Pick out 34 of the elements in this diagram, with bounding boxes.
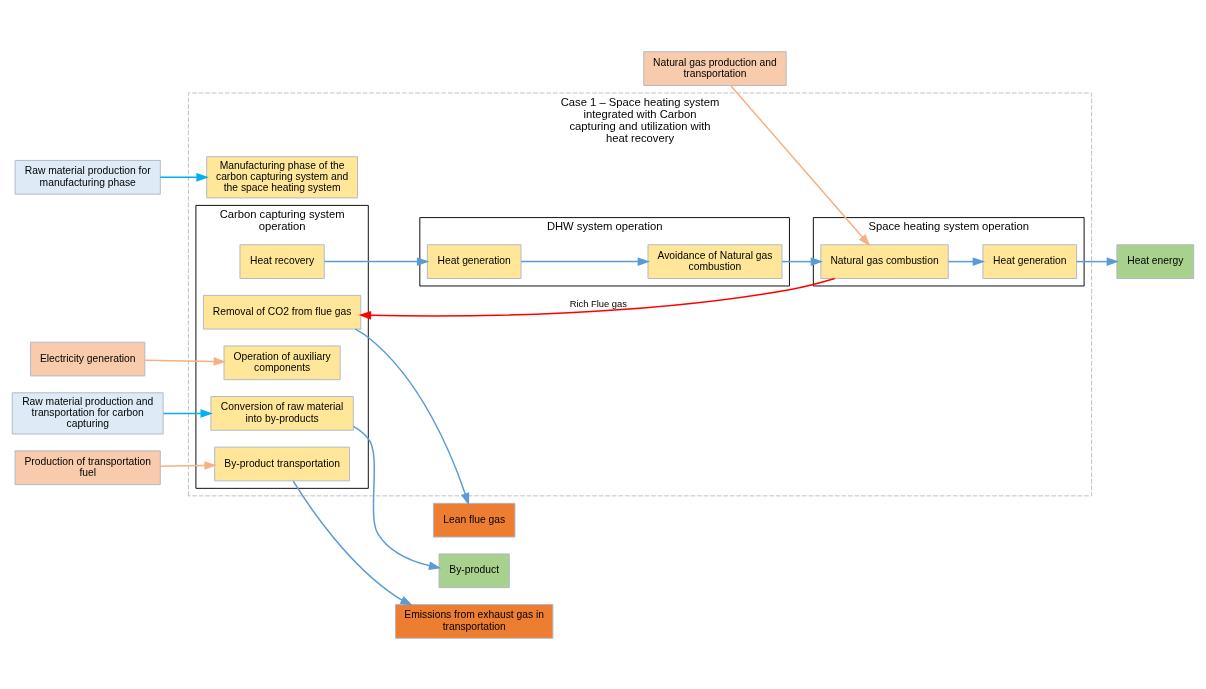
edge-label: Rich Flue gas (569, 298, 627, 309)
node-box: Heat generation (982, 243, 1078, 279)
node-box: Manufacturing phase of the carbon capturing system and the space heating system (206, 155, 358, 198)
node-box: Conversion of raw material into by-products (210, 395, 354, 431)
arrow (781, 256, 824, 266)
arrow (144, 356, 226, 366)
node-box: Heat energy (1116, 243, 1195, 279)
node-box: Heat recovery (239, 243, 325, 279)
node-box: Electricity generation (30, 341, 146, 376)
node-box: Avoidance of Natural gas combustion (647, 243, 783, 279)
node-box: Heat generation (426, 243, 522, 279)
node-box: Removal of CO2 from flue gas (202, 294, 362, 330)
arrow (352, 425, 442, 570)
node-box: Production of transportation fuel (14, 449, 161, 485)
node-box: Natural gas combustion (820, 243, 949, 279)
node-box: By-product transportation (214, 446, 351, 481)
arrow (1076, 256, 1120, 266)
arrow (358, 277, 836, 320)
arrow (730, 84, 871, 246)
arrow (323, 256, 430, 266)
node-box: Raw material production for manufacturing phase (14, 159, 161, 195)
node-box: Emissions from exhaust gas in transportation (395, 603, 554, 639)
node-box: Operation of auxiliary components (223, 344, 341, 380)
node-box: Lean flue gas (432, 502, 516, 538)
arrow (159, 172, 209, 182)
arrow (947, 256, 986, 266)
node-box: Natural gas production and transportation (643, 50, 787, 86)
node-box: Raw material production and transportation for carbon capturing (11, 391, 164, 434)
arrow (292, 480, 413, 606)
node-box: By-product (438, 552, 510, 588)
arrow (354, 327, 470, 505)
arrow (162, 408, 213, 418)
arrow (159, 460, 217, 470)
arrow (520, 256, 651, 266)
